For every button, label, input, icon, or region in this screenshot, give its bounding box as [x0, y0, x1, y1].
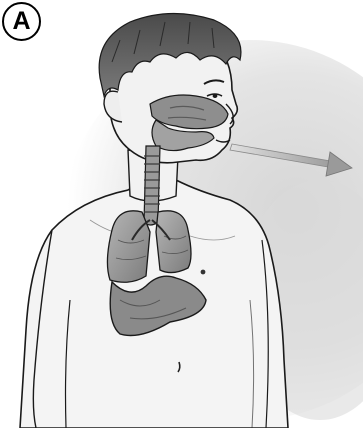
panel-label-badge: A	[2, 2, 41, 41]
panel-label: A	[12, 9, 30, 34]
